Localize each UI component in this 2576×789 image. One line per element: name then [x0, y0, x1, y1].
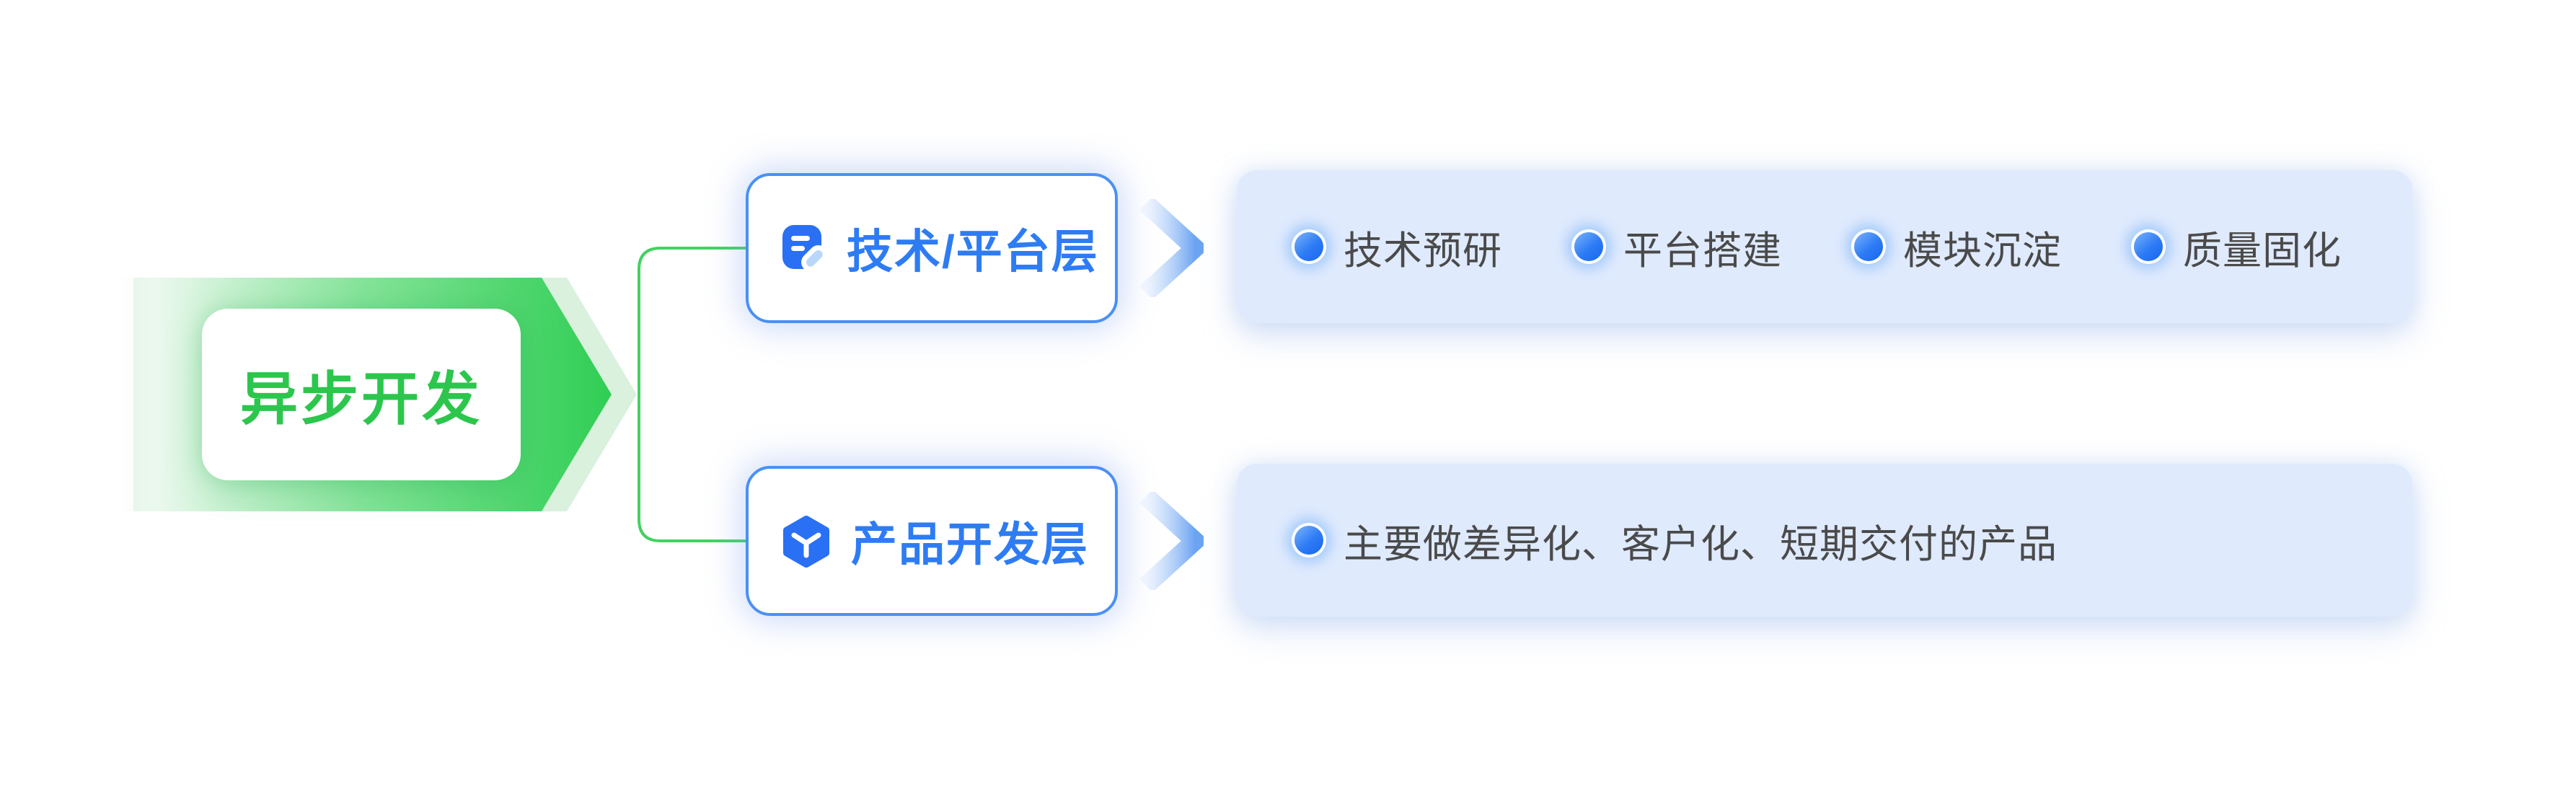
list-item: 模块沉淀 [1854, 219, 2062, 276]
bullet-icon [1574, 232, 1603, 261]
root-label: 异步开发 [240, 367, 482, 431]
chevron-right-icon [1139, 492, 1204, 590]
bullet-icon [1294, 232, 1323, 261]
bullet-icon [2134, 232, 2163, 261]
node-product-dev: 产品开发层 [746, 466, 1118, 616]
list-item: 主要做差异化、客户化、短期交付的产品 [1294, 512, 2057, 569]
item-label: 主要做差异化、客户化、短期交付的产品 [1344, 522, 2057, 566]
item-label: 模块沉淀 [1903, 229, 2062, 273]
item-label: 平台搭建 [1623, 229, 1782, 273]
bullet-icon [1294, 526, 1323, 555]
panel-tech-items: 技术预研 平台搭建 模块沉淀 质量固化 [1237, 170, 2412, 323]
list-item: 平台搭建 [1574, 219, 1782, 276]
item-label: 质量固化 [2183, 229, 2342, 273]
node-label: 技术/平台层 [847, 226, 1099, 278]
panel-product-items: 主要做差异化、客户化、短期交付的产品 [1237, 464, 2412, 617]
list-item: 技术预研 [1294, 219, 1502, 276]
node-label: 产品开发层 [851, 519, 1089, 570]
node-tech-platform: 技术/平台层 [746, 173, 1118, 323]
item-label: 技术预研 [1344, 229, 1502, 273]
document-pencil-icon [782, 225, 828, 272]
bullet-icon [1854, 232, 1883, 261]
chevron-right-icon [1139, 199, 1204, 297]
list-item: 质量固化 [2134, 219, 2342, 276]
cube-icon [783, 516, 829, 568]
root-node: 异步开发 [202, 309, 521, 480]
branch-connector [638, 247, 747, 542]
